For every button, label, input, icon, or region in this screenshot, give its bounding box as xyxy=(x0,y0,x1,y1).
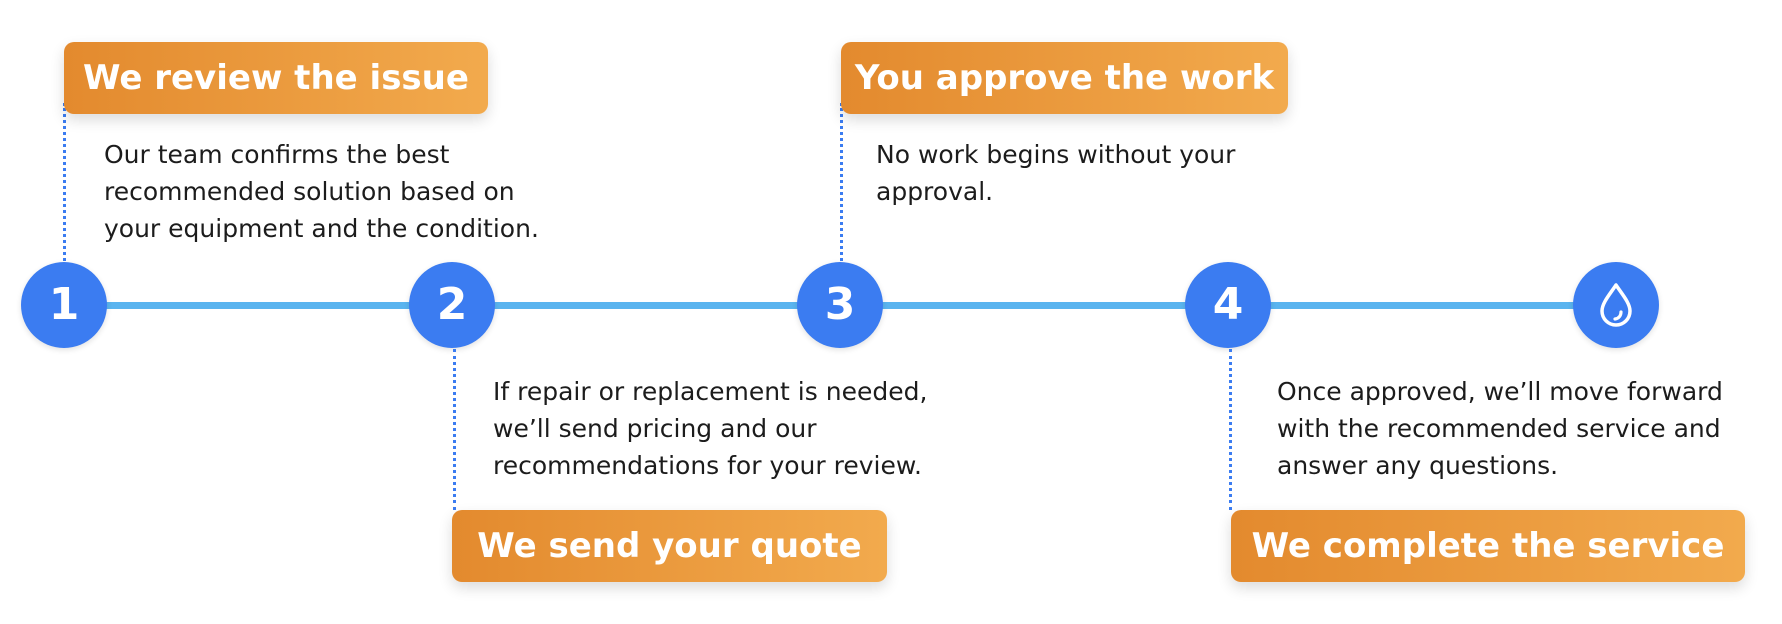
step-3-connector xyxy=(840,103,843,261)
step-4-circle: 4 xyxy=(1185,262,1271,348)
step-2-circle: 2 xyxy=(409,262,495,348)
step-4-title: We complete the service xyxy=(1231,510,1745,582)
step-3-circle: 3 xyxy=(797,262,883,348)
step-4-connector xyxy=(1229,349,1232,510)
step-1-description: Our team confirms the best recommended s… xyxy=(104,140,539,243)
step-3-description: No work begins without your approval. xyxy=(876,140,1236,206)
step-1-title: We review the issue xyxy=(64,42,488,114)
step-2-description: If repair or replacement is needed, we’l… xyxy=(493,377,928,480)
step-1-circle: 1 xyxy=(21,262,107,348)
final-step-circle xyxy=(1573,262,1659,348)
step-2-connector xyxy=(453,349,456,510)
step-2-title: We send your quote xyxy=(452,510,887,582)
step-3-title: You approve the work xyxy=(841,42,1288,114)
step-1-connector xyxy=(63,103,66,261)
step-4-description: Once approved, we’ll move forward with t… xyxy=(1277,377,1723,480)
